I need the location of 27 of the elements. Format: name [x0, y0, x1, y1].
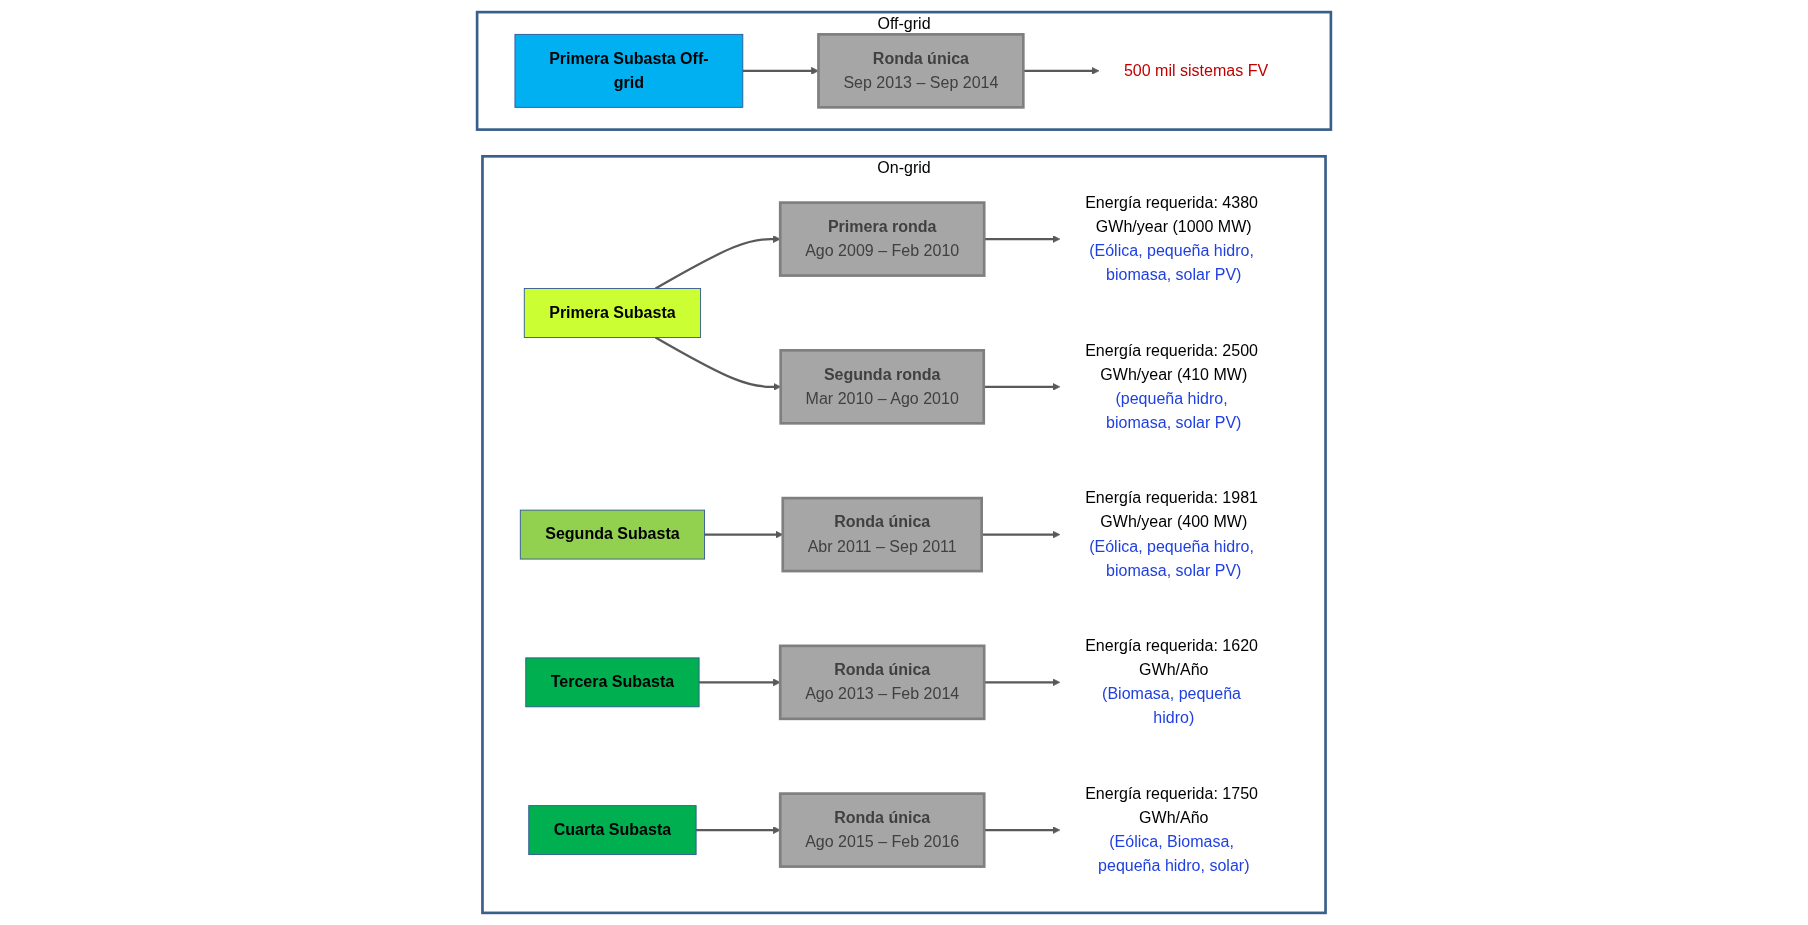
node-box: Tercera Subasta [525, 657, 700, 708]
node-box: Segunda Subasta [519, 509, 705, 560]
arrow [742, 66, 819, 75]
arrow [984, 826, 1061, 834]
node-text: Energía requerida: 1750 GWh/Año (Eólica, Biomasa, pequeña hidro, solar) [1085, 784, 1258, 875]
node-box: Primera Subasta [523, 288, 702, 338]
node-box: Segunda ronda Mar 2010 – Ago 2010 [779, 349, 986, 425]
node-box: Ronda única Ago 2013 – Feb 2014 [778, 644, 986, 721]
arrow [983, 382, 1061, 391]
node-box: Ronda única Ago 2015 – Feb 2016 [778, 792, 986, 868]
arrow [699, 678, 781, 687]
arrow [981, 530, 1061, 539]
arrow [696, 826, 781, 834]
node-box: Primera Subasta Off-grid [514, 33, 744, 108]
node-box: Ronda única Abr 2011 – Sep 2011 [781, 496, 983, 573]
arrow [984, 678, 1061, 687]
node-text: Energía requerida: 4380 GWh/year (1000 MW) (Eólica, pequeña hidro, biomasa, solar PV) [1085, 193, 1258, 284]
node-text: Energía requerida: 1981 GWh/year (400 MW) (Eólica, pequeña hidro, biomasa, solar PV) [1085, 489, 1258, 580]
arrow [654, 235, 781, 290]
node-box: Ronda única Sep 2013 – Sep 2014 [817, 33, 1025, 109]
node-box: Primera ronda Ago 2009 – Feb 2010 [778, 201, 986, 277]
arrow [984, 235, 1061, 243]
node-text: Energía requerida: 2500 GWh/year (410 MW) (pequeña hidro, biomasa, solar PV) [1085, 341, 1258, 432]
node-text: 500 mil sistemas FV [1123, 61, 1269, 80]
node-box: Cuarta Subasta [528, 805, 697, 856]
arrow [1023, 66, 1100, 75]
node-text: Energía requerida: 1620 GWh/Año (Biomasa, pequeña hidro) [1085, 636, 1258, 727]
